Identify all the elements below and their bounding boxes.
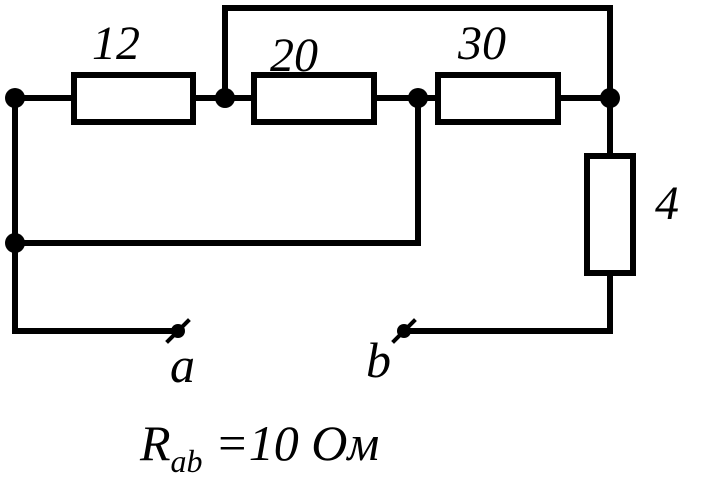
resistor-20 <box>251 72 377 125</box>
node-left-middle <box>5 233 25 253</box>
terminal-a-contact <box>165 318 191 344</box>
resistor-12-label: 12 <box>92 17 140 70</box>
resistor-4-label: 4 <box>655 177 679 230</box>
formula-subscript: ab <box>170 443 203 479</box>
resistor-12 <box>71 72 196 125</box>
node-12-20 <box>215 88 235 108</box>
node-left-top <box>5 88 25 108</box>
wire-bridge-top <box>222 5 613 101</box>
terminal-b-contact <box>391 318 417 344</box>
terminal-a-label: a <box>170 337 195 393</box>
resistor-20-label: 20 <box>270 29 318 82</box>
resistor-30 <box>435 72 561 125</box>
formula-value: =10 Ом <box>215 415 380 471</box>
wire-r4-to-terminal-b <box>401 270 613 334</box>
node-20-30 <box>408 88 428 108</box>
formula-symbol: R <box>140 415 171 471</box>
terminal-b-label: b <box>366 332 391 388</box>
equivalent-resistance-formula: Rab =10 Ом <box>140 415 380 477</box>
wire-middle-short <box>12 95 421 246</box>
node-right-top <box>600 88 620 108</box>
resistor-4 <box>584 153 636 276</box>
resistor-30-label: 30 <box>458 17 506 70</box>
